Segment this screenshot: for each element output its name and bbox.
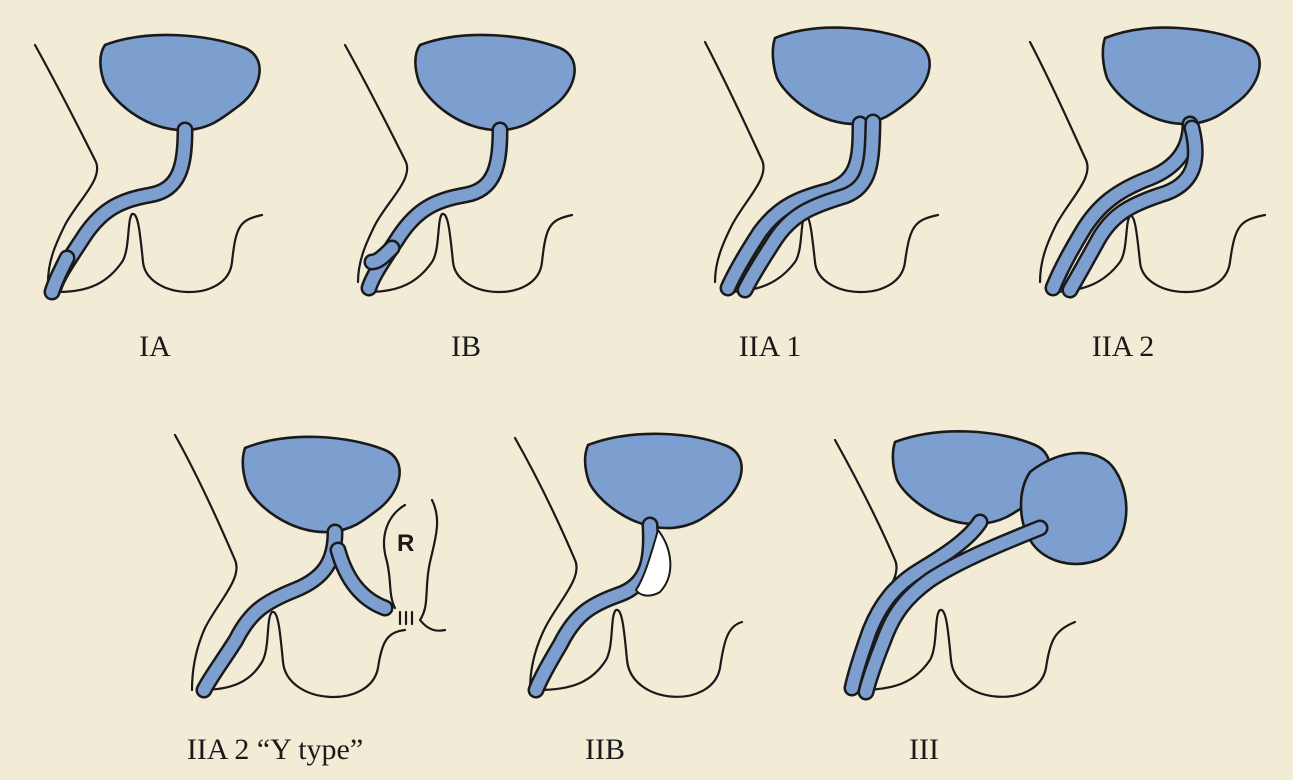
panel-IIA2 <box>1030 28 1265 292</box>
panel-IIA2-Y <box>175 435 445 697</box>
panel-IIA2-bladder <box>1103 28 1260 124</box>
caption-IIB: IIB <box>585 733 625 767</box>
caption-IIA1: IIA 1 <box>739 330 802 364</box>
panel-IA-abdominal-wall <box>35 45 97 282</box>
panel-IIA2Y-bladder <box>243 437 400 532</box>
caption-IA: IA <box>139 330 171 364</box>
panel-IA-bladder <box>100 35 259 130</box>
panel-IIA1-bladder <box>773 28 930 124</box>
panel-IIB-bladder <box>585 434 742 528</box>
caption-III: III <box>909 733 939 767</box>
panel-IIB-abdominal-wall <box>515 438 577 690</box>
panel-IIB <box>515 434 742 697</box>
rectum-marker-label: R <box>397 530 414 557</box>
caption-IIA2: IIA 2 <box>1092 330 1155 364</box>
panel-IIA2Y-sphincter-marks <box>400 612 412 624</box>
caption-IIA2-Y: IIA 2 “Y type” <box>187 733 363 767</box>
panel-IB-bladder <box>415 35 574 130</box>
caption-IB: IB <box>451 330 481 364</box>
panel-IB <box>345 35 575 292</box>
panel-IA <box>35 35 262 292</box>
panel-III <box>835 431 1126 696</box>
panel-IIA2Y-rectum-back <box>420 500 445 631</box>
panel-III-bladder-2 <box>1021 453 1126 564</box>
panel-IIA1 <box>705 28 938 292</box>
